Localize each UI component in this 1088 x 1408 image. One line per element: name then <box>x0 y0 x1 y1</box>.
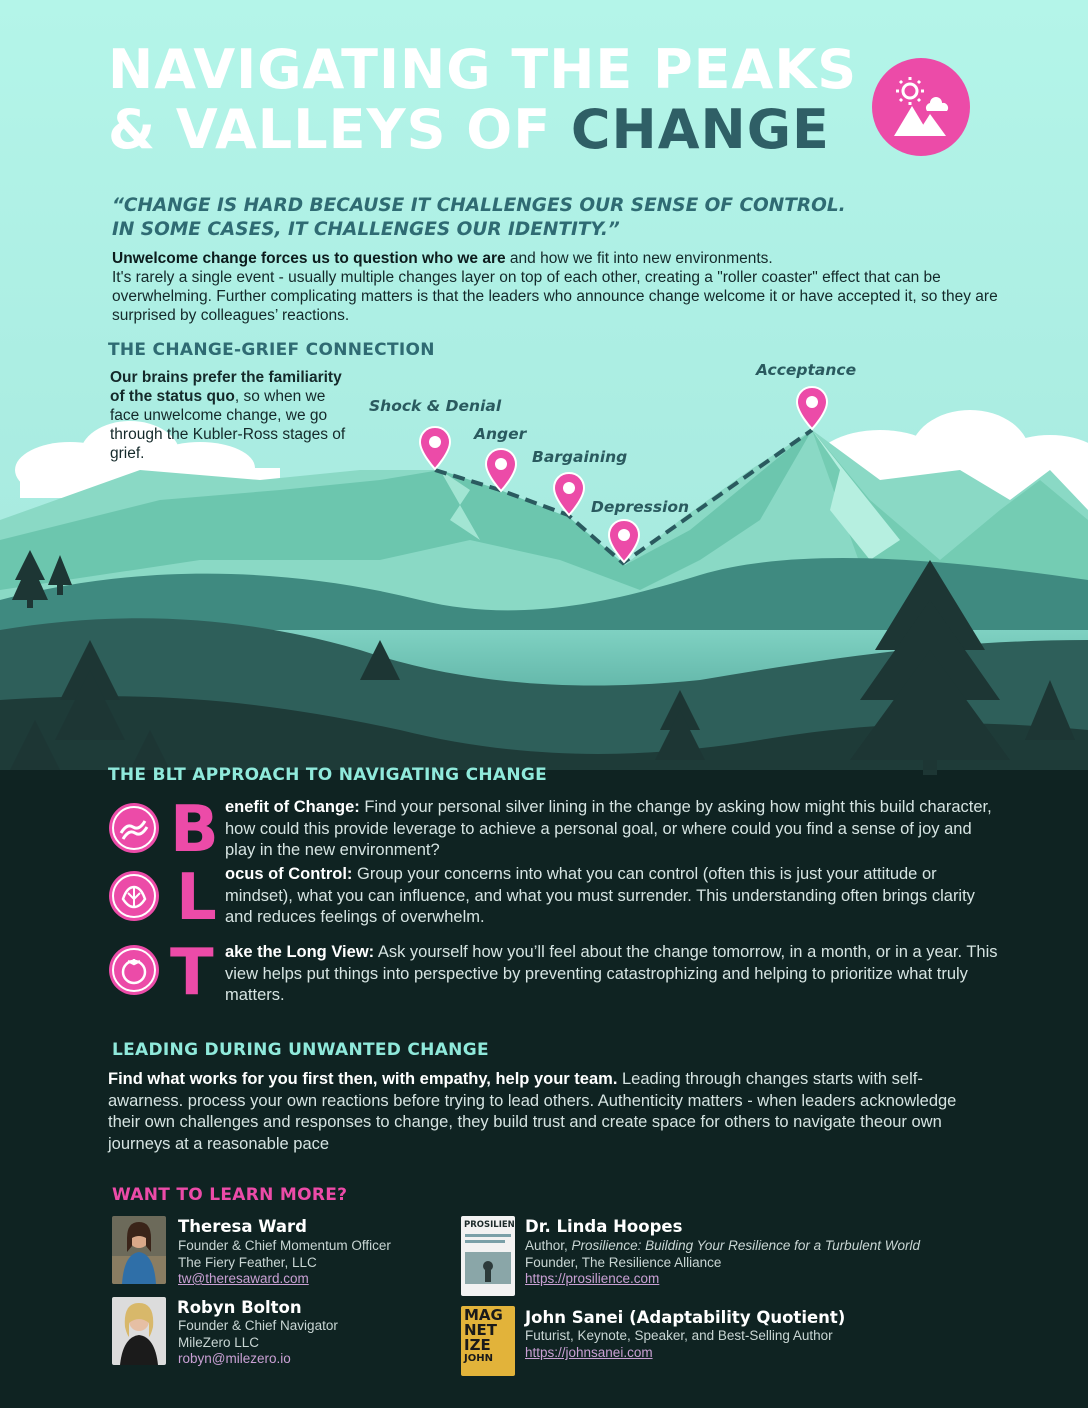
stage-label-anger: Anger <box>474 425 527 443</box>
contact-email-robyn[interactable]: robyn@milezero.io <box>178 1351 291 1366</box>
book-cover-magnetize: MAG NET IZE JOHN <box>461 1306 515 1376</box>
tomato-icon-badge <box>109 945 159 995</box>
contact-link-linda[interactable]: https://prosilience.com <box>525 1271 660 1286</box>
book-cover-title: PROSILIENCE <box>464 1220 515 1230</box>
bacon-icon-badge <box>109 803 159 853</box>
stage-label-shock: Shock & Denial <box>369 397 502 415</box>
leading-text: Leading through changes starts with self… <box>108 1070 957 1153</box>
quote-line-1: “CHANGE IS HARD BECAUSE IT CHALLENGES OU… <box>112 195 846 216</box>
sun-mountain-icon <box>894 77 949 136</box>
grief-heading: THE CHANGE-GRIEF CONNECTION <box>108 340 435 360</box>
book-cover-line-4: JOHN <box>464 1353 493 1364</box>
blt-item-control-text: Group your concerns into what you can co… <box>225 865 975 926</box>
grief-rest: , so when we face unwelcome change, we g… <box>110 388 346 462</box>
map-pin-icon <box>795 385 829 431</box>
grief-paragraph: Our brains prefer the familiarity of the… <box>110 368 350 463</box>
title-accent: CHANGE <box>570 98 830 161</box>
book-cover-line-3: IZE <box>464 1336 491 1354</box>
tomato-icon <box>112 948 156 992</box>
stage-label-bargaining: Bargaining <box>532 448 628 466</box>
intro-bold: Unwelcome change forces us to question w… <box>112 250 506 267</box>
contact-email-theresa[interactable]: tw@theresaward.com <box>178 1271 309 1286</box>
lettuce-icon <box>112 874 156 918</box>
blt-item-control-title: ocus of Control: <box>225 865 353 883</box>
contact-name-john: John Sanei (Adaptability Quotient) <box>525 1308 846 1327</box>
quote: “CHANGE IS HARD BECAUSE IT CHALLENGES OU… <box>112 194 1012 242</box>
sun-mountain-badge <box>872 58 970 156</box>
bacon-icon <box>112 806 156 850</box>
contact-role-linda: Author, Prosilience: Building Your Resil… <box>525 1237 920 1254</box>
contact-org-theresa: The Fiery Feather, LLC <box>178 1255 317 1270</box>
learn-more-heading: WANT TO LEARN MORE? <box>112 1185 348 1205</box>
contact-role-theresa: Founder & Chief Momentum Officer <box>178 1238 391 1253</box>
stage-label-acceptance: Acceptance <box>756 361 857 379</box>
blt-item-benefit: enefit of Change: Find your personal sil… <box>225 797 1005 862</box>
book-cover-prosilience: PROSILIENCE <box>461 1216 515 1296</box>
book-cover-line-2: NET <box>464 1321 498 1339</box>
title-line-1: NAVIGATING THE PEAKS <box>108 38 858 101</box>
lettuce-icon-badge <box>109 871 159 921</box>
leading-heading: LEADING DURING UNWANTED CHANGE <box>112 1040 489 1060</box>
contact-name-theresa: Theresa Ward <box>178 1217 307 1236</box>
leading-bold: Find what works for you first then, with… <box>108 1070 618 1088</box>
grief-bold: Our brains prefer the familiarity of the… <box>110 369 342 405</box>
book-cover-line-1: MAG <box>464 1306 503 1324</box>
contact-name-robyn: Robyn Bolton <box>177 1298 302 1317</box>
blt-item-longview-title: ake the Long View: <box>225 943 375 961</box>
page-title: NAVIGATING THE PEAKS & VALLEYS OF CHANGE <box>108 40 868 160</box>
title-line-2-prefix: & VALLEYS OF <box>108 98 571 161</box>
blt-letter-t: T <box>170 936 214 1010</box>
intro-paragraph: Unwelcome change forces us to question w… <box>112 249 1012 325</box>
blt-item-longview: ake the Long View: Ask yourself how you’… <box>225 942 1005 1007</box>
blt-heading: THE BLT APPROACH TO NAVIGATING CHANGE <box>108 765 548 785</box>
blt-letter-l: L <box>176 861 217 935</box>
blt-letter-b: B <box>170 793 219 867</box>
map-pin-icon <box>484 447 518 493</box>
blt-item-benefit-title: enefit of Change: <box>225 798 360 816</box>
contact-role-robyn: Founder & Chief Navigator <box>178 1318 338 1333</box>
blt-item-longview-text: Ask yourself how you’ll feel about the c… <box>225 943 998 1004</box>
contact-link-john[interactable]: https://johnsanei.com <box>525 1345 653 1360</box>
contact-book-linda: Prosilience: Building Your Resilience fo… <box>571 1238 920 1253</box>
leading-paragraph: Find what works for you first then, with… <box>108 1069 988 1155</box>
stage-label-depression: Depression <box>591 498 690 516</box>
contact-org-robyn: MileZero LLC <box>178 1335 260 1350</box>
quote-line-2: IN SOME CASES, IT CHALLENGES OUR IDENTIT… <box>112 219 620 240</box>
intro-rest: and how we fit into new environments. <box>505 250 773 267</box>
contact-role-john: Futurist, Keynote, Speaker, and Best-Sel… <box>525 1328 833 1343</box>
contact-role-linda-prefix: Author, <box>525 1238 572 1253</box>
avatar-theresa-ward <box>112 1216 166 1284</box>
map-pin-icon <box>607 518 641 564</box>
contact-org-linda: Founder, The Resilience Alliance <box>525 1255 722 1270</box>
intro-line-2: It's rarely a single event - usually mul… <box>112 269 998 324</box>
blt-item-control: ocus of Control: Group your concerns int… <box>225 864 1005 929</box>
blt-item-benefit-text: Find your personal silver lining in the … <box>225 798 992 859</box>
map-pin-icon <box>552 471 586 517</box>
contact-name-linda: Dr. Linda Hoopes <box>525 1217 683 1236</box>
map-pin-icon <box>418 425 452 471</box>
avatar-robyn-bolton <box>112 1297 166 1365</box>
